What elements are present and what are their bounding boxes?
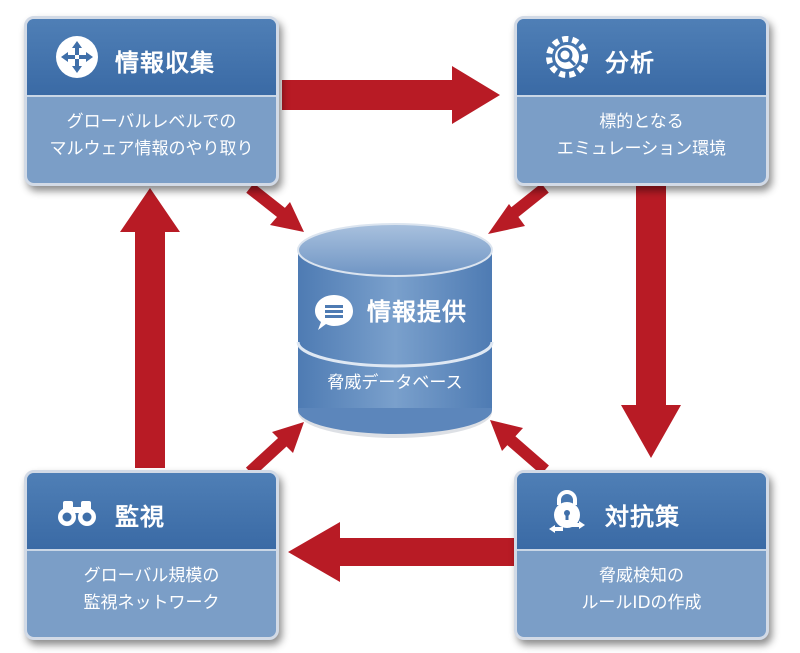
card-description: 脅威検知の ルールIDの作成 — [517, 551, 766, 617]
arrow-db-from-monitor — [245, 422, 304, 477]
binoculars-icon — [58, 501, 96, 526]
card-line: ルールIDの作成 — [581, 593, 702, 613]
speech-bubble-icon — [315, 295, 353, 330]
database-subtitle: 脅威データベース — [327, 373, 463, 393]
card-analysis: 分析 標的となる エミュレーション環境 — [514, 16, 769, 186]
card-line: 脅威検知の — [599, 566, 684, 586]
card-line: グローバルレベルでの — [66, 112, 237, 132]
card-line: エミュレーション環境 — [556, 139, 727, 159]
card-information-collection: 情報収集 グローバルレベルでの マルウェア情報のやり取り — [24, 16, 279, 186]
arrow-counter-to-monitor — [288, 522, 515, 582]
arrow-analyze-to-db — [488, 183, 549, 234]
database-title: 情報提供 — [367, 298, 467, 326]
card-countermeasure: 対抗策 脅威検知の ルールIDの作成 — [514, 470, 769, 640]
card-line: マルウェア情報のやり取り — [49, 139, 254, 159]
arrow-analyze-to-counter — [621, 185, 681, 458]
lock-exchange-icon — [549, 490, 585, 533]
card-line: 標的となる — [599, 112, 684, 132]
arrow-db-from-counter — [490, 420, 549, 475]
arrow-monitor-to-collect — [120, 188, 180, 468]
card-header: 監視 — [27, 473, 276, 551]
arrow-collect-to-analyze — [282, 66, 500, 124]
card-monitoring: 監視 グローバル規模の 監視ネットワーク — [24, 470, 279, 640]
crossing-arrows-icon — [56, 36, 98, 78]
card-title: 対抗策 — [605, 503, 680, 531]
database-cylinder — [296, 223, 494, 438]
card-title: 情報収集 — [115, 49, 215, 77]
card-description: グローバル規模の 監視ネットワーク — [27, 551, 276, 617]
card-description: グローバルレベルでの マルウェア情報のやり取り — [27, 97, 276, 163]
arrow-collect-to-db — [246, 183, 304, 232]
card-header: 対抗策 — [517, 473, 766, 551]
card-line: グローバル規模の — [83, 566, 220, 586]
card-description: 標的となる エミュレーション環境 — [517, 97, 766, 163]
card-header: 分析 — [517, 19, 766, 97]
card-title: 分析 — [605, 49, 655, 77]
card-title: 監視 — [115, 503, 165, 531]
card-line: 監視ネットワーク — [83, 593, 220, 613]
gear-magnifier-icon — [546, 36, 588, 78]
card-header: 情報収集 — [27, 19, 276, 97]
